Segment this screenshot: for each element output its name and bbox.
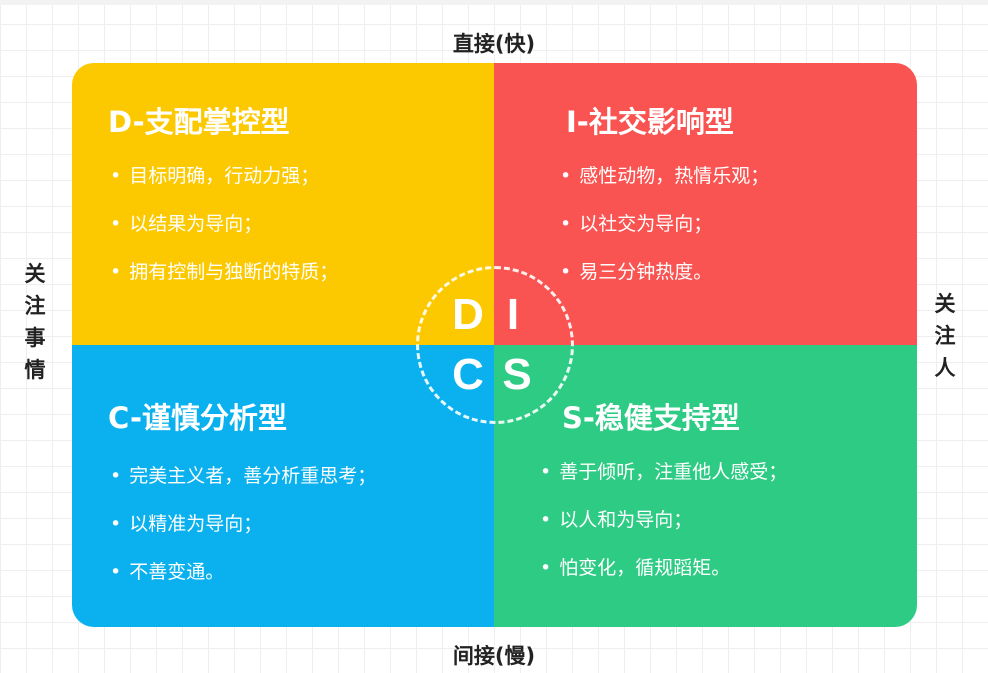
axis-label-task-focus: 关注事情 bbox=[24, 262, 46, 382]
quadrant-d-title: D-支配掌控型 bbox=[108, 105, 290, 139]
quadrant-i-list: 感性动物，热情乐观； 以社交为导向； 易三分钟热度。 bbox=[560, 163, 769, 307]
quadrant-s: S-稳健支持型 善于倾听，注重他人感受； 以人和为导向； 怕变化，循规蹈矩。 bbox=[494, 345, 917, 627]
axis-label-people-focus: 关注人 bbox=[934, 292, 956, 380]
quadrant-c-title: C-谨慎分析型 bbox=[108, 401, 287, 435]
letter-i: I bbox=[506, 290, 520, 339]
list-item: 以结果为导向； bbox=[110, 211, 338, 259]
quadrant-d-list: 目标明确，行动力强； 以结果为导向； 拥有控制与独断的特质； bbox=[110, 163, 338, 307]
letter-d: D bbox=[452, 290, 484, 339]
top-bar bbox=[0, 0, 988, 5]
quadrant-s-title: S-稳健支持型 bbox=[562, 401, 740, 435]
list-item: 以人和为导向； bbox=[540, 507, 787, 555]
list-item: 不善变通。 bbox=[110, 559, 376, 607]
quadrant-c-list: 完美主义者，善分析重思考； 以精准为导向； 不善变通。 bbox=[110, 463, 376, 607]
list-item: 怕变化，循规蹈矩。 bbox=[540, 555, 787, 603]
quadrant-i: I-社交影响型 感性动物，热情乐观； 以社交为导向； 易三分钟热度。 bbox=[494, 63, 917, 345]
list-item: 感性动物，热情乐观； bbox=[560, 163, 769, 211]
list-item: 以精准为导向； bbox=[110, 511, 376, 559]
quadrant-d: D-支配掌控型 目标明确，行动力强； 以结果为导向； 拥有控制与独断的特质； bbox=[72, 63, 494, 345]
list-item: 善于倾听，注重他人感受； bbox=[540, 459, 787, 507]
quadrant-s-list: 善于倾听，注重他人感受； 以人和为导向； 怕变化，循规蹈矩。 bbox=[540, 459, 787, 603]
list-item: 拥有控制与独断的特质； bbox=[110, 259, 338, 307]
list-item: 易三分钟热度。 bbox=[560, 259, 769, 307]
quadrant-c: C-谨慎分析型 完美主义者，善分析重思考； 以精准为导向； 不善变通。 bbox=[72, 345, 494, 627]
axis-label-indirect: 间接(慢) bbox=[452, 644, 536, 668]
list-item: 目标明确，行动力强； bbox=[110, 163, 338, 211]
axis-label-direct: 直接(快) bbox=[452, 32, 536, 56]
list-item: 完美主义者，善分析重思考； bbox=[110, 463, 376, 511]
quadrant-i-title: I-社交影响型 bbox=[566, 105, 734, 139]
letter-s: S bbox=[502, 350, 532, 399]
disc-quadrant-board: D-支配掌控型 目标明确，行动力强； 以结果为导向； 拥有控制与独断的特质； I… bbox=[72, 63, 917, 627]
center-dashed-circle bbox=[416, 266, 574, 424]
letter-c: C bbox=[452, 350, 484, 399]
list-item: 以社交为导向； bbox=[560, 211, 769, 259]
